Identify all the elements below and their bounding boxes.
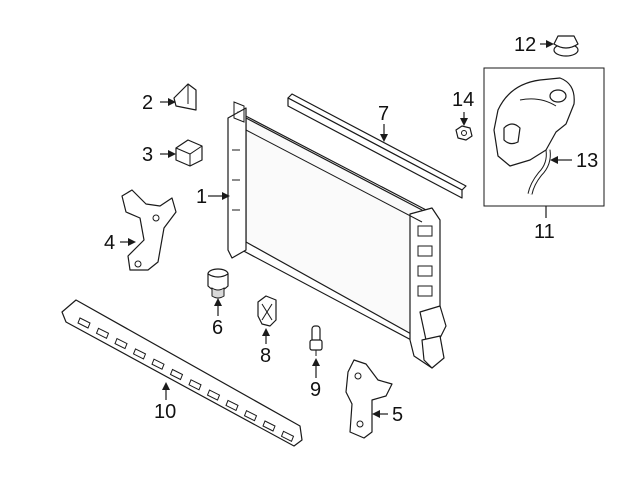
deflector-slot <box>262 420 276 432</box>
callout-1: 1 <box>196 186 207 208</box>
callout-10: 10 <box>154 401 176 423</box>
nut-14 <box>455 125 473 141</box>
block-3 <box>175 139 203 167</box>
radiator <box>227 101 447 369</box>
callout-9: 9 <box>310 379 321 401</box>
deflector-slot <box>151 358 165 370</box>
lower-deflector <box>61 299 303 447</box>
upper-seal <box>287 93 467 199</box>
reservoir-box <box>483 67 605 207</box>
deflector-slot <box>77 317 91 329</box>
side-bracket-left <box>121 189 177 271</box>
callout-5: 5 <box>392 404 403 426</box>
cap-12 <box>553 35 579 57</box>
deflector-slot <box>132 348 147 360</box>
callout-12: 12 <box>514 34 536 56</box>
deflector-slot <box>280 430 295 442</box>
bracket-2 <box>173 83 197 111</box>
deflector-slot <box>206 389 221 401</box>
callout-3: 3 <box>142 144 153 166</box>
callout-11: 11 <box>534 221 555 243</box>
leader-lines <box>120 40 572 418</box>
deflector-slot <box>225 399 239 412</box>
deflector-slot <box>188 379 202 391</box>
deflector-slot <box>243 410 258 422</box>
deflector-slot <box>114 337 128 350</box>
callout-13: 13 <box>576 150 598 172</box>
side-bracket-right <box>345 359 393 439</box>
callout-8: 8 <box>260 345 271 367</box>
mount-6 <box>207 268 229 299</box>
callout-4: 4 <box>104 232 115 254</box>
callout-7: 7 <box>378 103 389 125</box>
callout-2: 2 <box>142 92 153 114</box>
callout-14: 14 <box>452 89 474 111</box>
pin-9 <box>309 325 323 356</box>
deflector-slot <box>169 368 184 381</box>
deflector-slot <box>95 327 110 339</box>
callout-6: 6 <box>212 317 223 339</box>
clip-8 <box>257 295 277 327</box>
